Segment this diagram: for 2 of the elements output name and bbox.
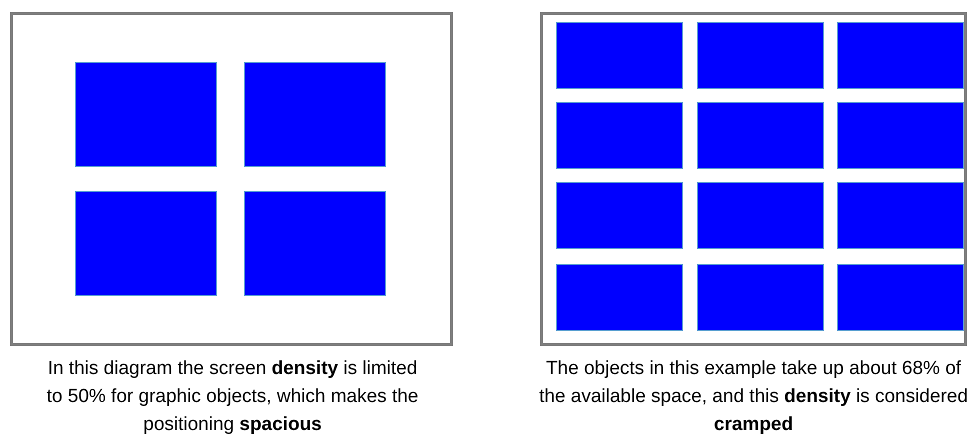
caption: In this diagram the screen density is limited to 50% for graphic objects, which makes the positioning spacious <box>46 357 420 437</box>
caption: The objects in this example take up about 68% of the available space, and this density is considered cramped <box>538 357 969 437</box>
